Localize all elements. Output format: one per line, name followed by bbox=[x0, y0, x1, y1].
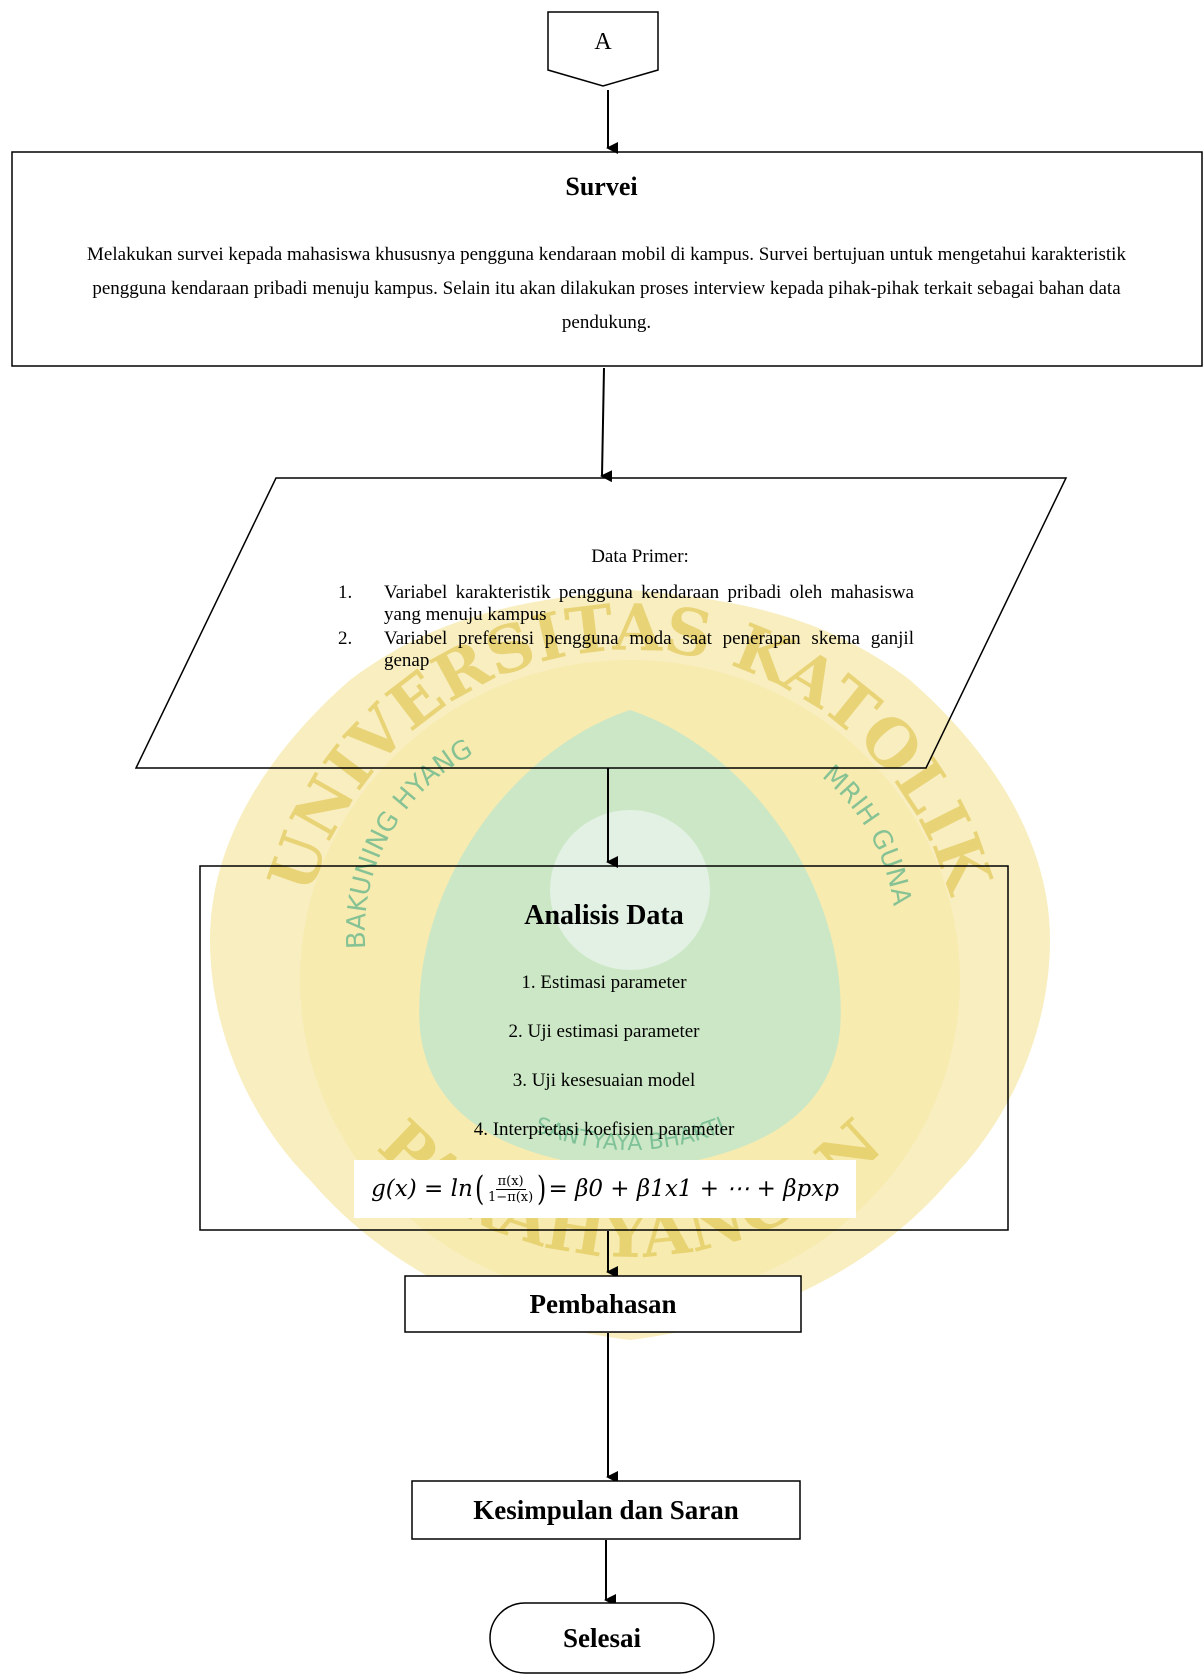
selesai-terminator bbox=[489, 1602, 715, 1674]
list-number: 2. bbox=[338, 628, 353, 649]
survei-description: Melakukan survei kepada mahasiswa khusus… bbox=[87, 244, 1126, 333]
formula-fraction: π(x) 1−π(x) bbox=[488, 1174, 533, 1205]
analisis-step: 4. Interpretasi koefisien parameter bbox=[473, 1119, 735, 1140]
selesai-title: Selesai bbox=[563, 1622, 641, 1653]
logit-formula: g(x) = ln ( π(x) 1−π(x) ) = β0 + β1x1 + … bbox=[354, 1160, 856, 1218]
data-primer-parallelogram bbox=[134, 477, 1068, 769]
formula-open-paren: ( bbox=[474, 1169, 485, 1209]
formula-denominator: 1−π(x) bbox=[488, 1189, 534, 1205]
kesimpulan-box bbox=[411, 1480, 801, 1540]
analisis-step: 2. Uji estimasi parameter bbox=[508, 1021, 700, 1042]
analisis-title: Analisis Data bbox=[524, 900, 684, 931]
formula-rhs: = β0 + β1x1 + ⋯ + βpxp bbox=[548, 1176, 839, 1202]
list-text: Variabel preferensi pengguna moda saat p… bbox=[384, 628, 914, 671]
formula-lhs: g(x) = ln bbox=[371, 1176, 473, 1202]
arrow-survei-to-data bbox=[600, 367, 613, 483]
formula-close-paren: ) bbox=[537, 1169, 547, 1209]
data-primer-item: 1. Variabel karakteristik pengguna kenda… bbox=[338, 582, 914, 626]
connector-label: A bbox=[594, 28, 612, 55]
pembahasan-box bbox=[404, 1275, 802, 1333]
formula-numerator: π(x) bbox=[495, 1173, 526, 1190]
list-text: Variabel karakteristik pengguna kendaraa… bbox=[384, 582, 914, 625]
analisis-step: 3. Uji kesesuaian model bbox=[512, 1070, 696, 1091]
data-primer-title: Data Primer: bbox=[591, 546, 689, 567]
data-primer-item: 2. Variabel preferensi pengguna moda saa… bbox=[338, 628, 914, 672]
survei-title: Survei bbox=[565, 172, 638, 201]
analisis-step: 1. Estimasi parameter bbox=[521, 972, 687, 993]
data-primer-list: 1. Variabel karakteristik pengguna kenda… bbox=[338, 582, 914, 674]
analisis-box bbox=[199, 865, 1009, 1231]
list-number: 1. bbox=[338, 582, 353, 603]
pembahasan-title: Pembahasan bbox=[529, 1288, 677, 1319]
offpage-connector-shape bbox=[547, 11, 659, 87]
kesimpulan-title: Kesimpulan dan Saran bbox=[473, 1494, 739, 1525]
survei-box bbox=[11, 151, 1203, 367]
